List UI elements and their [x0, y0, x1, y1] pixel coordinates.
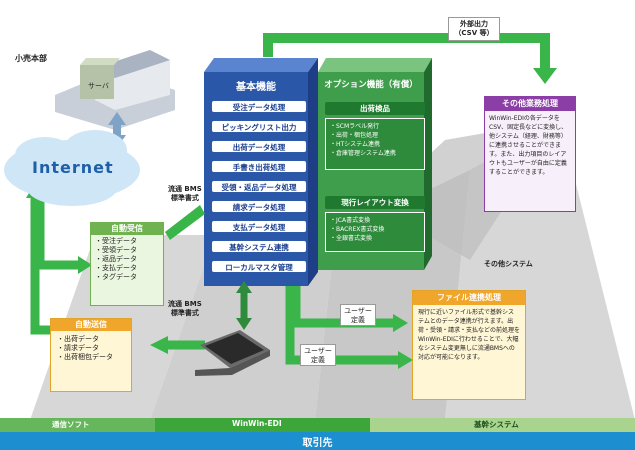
layout-convert-title: 現行レイアウト変換 — [325, 196, 425, 209]
core-title: 基本機能 — [236, 82, 276, 93]
core-item: ローカルマスタ管理 — [211, 260, 307, 273]
other-process-body: WinWin-EDIの各データをCSV、固定長などに変換し、他システム（経理、財… — [489, 115, 568, 176]
winwin-label: WinWin-EDI — [232, 419, 282, 428]
file-process-box: ファイル連携処理 現行に近いファイル形式で基幹システムとのデータ連携が行えます。… — [412, 290, 526, 400]
core-item: 出荷データ処理 — [211, 140, 307, 153]
core-system-label: 基幹システム — [474, 420, 519, 429]
core-item: 支払データ処理 — [211, 220, 307, 233]
auto-send-title: 自動送信 — [51, 319, 131, 331]
user-defined-label: ユーザー定義 — [300, 344, 336, 366]
other-system-label: その他システム — [484, 260, 533, 268]
server-label: サーバ — [88, 82, 109, 90]
core-item: 受注データ処理 — [211, 100, 307, 113]
auto-send-list: ・出荷データ ・請求データ ・出荷梱包データ — [57, 335, 113, 361]
comm-soft-label: 通信ソフト — [52, 420, 90, 429]
internet-label: Internet — [32, 158, 114, 177]
shipping-check-title: 出荷検品 — [325, 102, 425, 115]
auto-receive-title: 自動受信 — [91, 223, 163, 235]
other-process-title: その他業務処理 — [485, 97, 575, 111]
partner-label: 取引先 — [302, 438, 333, 449]
auto-send-box: 自動送信 ・出荷データ ・請求データ ・出荷梱包データ — [50, 318, 132, 392]
core-item: ピッキングリスト出力 — [211, 120, 307, 133]
hq-label: 小売本部 — [15, 54, 47, 63]
file-process-title: ファイル連携処理 — [413, 291, 525, 305]
core-item: 手書き出荷処理 — [211, 160, 307, 173]
shipping-check-list: ・SCMラベル発行 ・出荷・梱包処理 ・HTシステム連携 ・倉庫管理システム連携 — [325, 118, 425, 170]
core-item: 請求データ処理 — [211, 200, 307, 213]
file-process-body: 現行に近いファイル形式で基幹システムとのデータ連携が行えます。出荷・受領・請求・… — [418, 309, 521, 361]
core-item: 基幹システム連携 — [211, 240, 307, 253]
core-item: 受領・返品データ処理 — [211, 180, 307, 193]
options-title: オプション機能（有償） — [324, 80, 418, 90]
auto-receive-box: 自動受信 ・受注データ ・受領データ ・返品データ ・支払データ ・タグデータ — [90, 222, 164, 306]
user-defined-label: ユーザー定義 — [340, 304, 376, 326]
auto-receive-list: ・受注データ ・受領データ ・返品データ ・支払データ ・タグデータ — [95, 237, 137, 281]
external-output-label: 外部出力（CSV 等） — [448, 17, 500, 41]
other-process-box: その他業務処理 WinWin-EDIの各データをCSV、固定長などに変換し、他シ… — [484, 96, 576, 212]
layout-convert-list: ・JCA書式変換 ・BACREX書式変換 ・全銀書式変換 — [325, 212, 425, 252]
